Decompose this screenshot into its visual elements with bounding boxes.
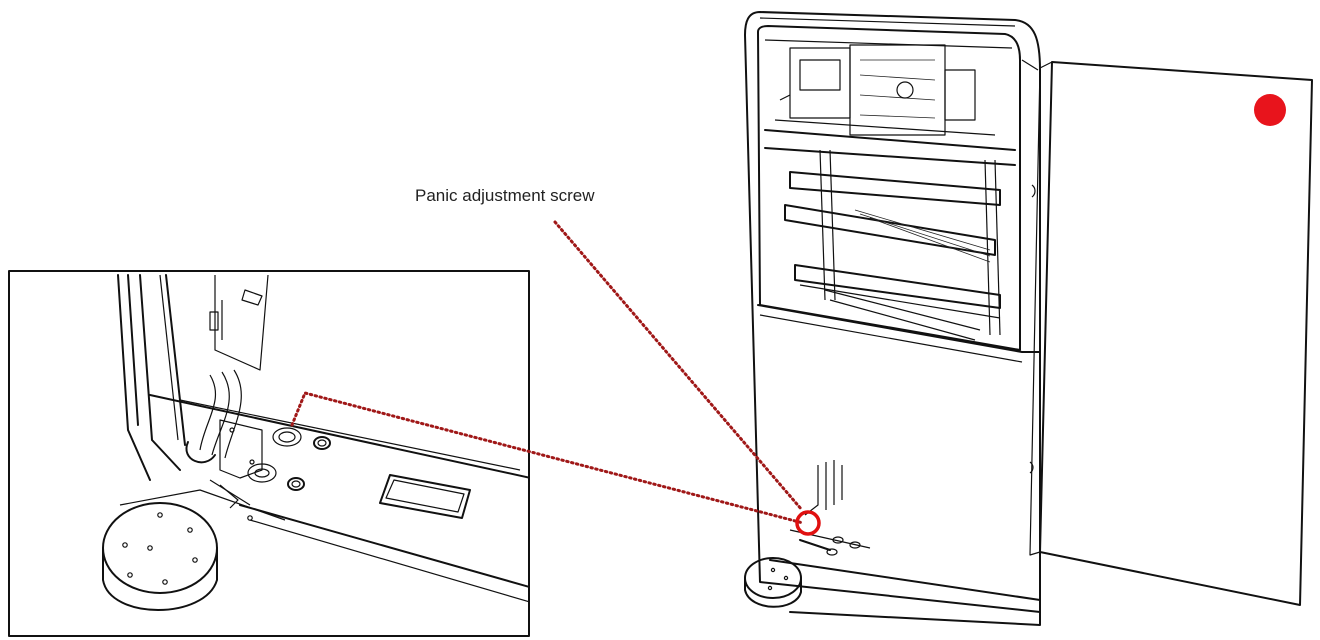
callout-leaders [290, 220, 821, 536]
leader-line-inset [290, 391, 805, 525]
red-dot-icon [1254, 94, 1286, 126]
door-panel [1029, 61, 1313, 606]
circle-highlight-icon [795, 510, 821, 536]
callout-label: Panic adjustment screw [415, 186, 595, 205]
leader-line-label [553, 220, 804, 512]
cabinet-drawing [744, 11, 1041, 626]
detail-inset [8, 270, 530, 637]
